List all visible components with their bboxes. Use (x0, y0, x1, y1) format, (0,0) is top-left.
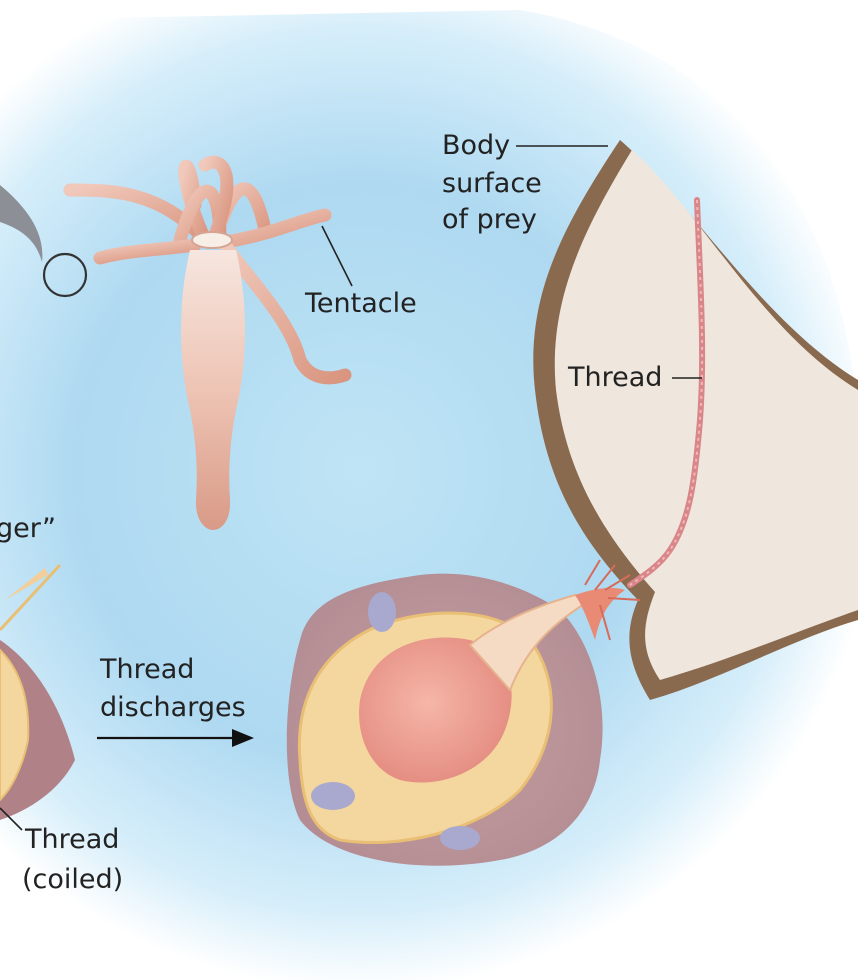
trigger-label-partial: ger” (0, 513, 56, 544)
body-surface-label-line-1: Body (442, 130, 510, 161)
body-surface-label: Body surface of prey (442, 130, 542, 235)
tentacle-leader-line (321, 225, 353, 287)
nematocyst-capsule (359, 637, 512, 783)
thread-coiled-label: Thread (coiled) (22, 824, 123, 895)
thread-discharges-line-2: discharges (100, 692, 246, 723)
body-surface-label-line-3: of prey (442, 204, 537, 235)
hydra-body (181, 250, 245, 530)
thread-coiled-line-2: (coiled) (22, 864, 123, 895)
right-arrow-icon (97, 729, 254, 747)
discharged-cnidocyte (286, 559, 641, 866)
undischarged-cnidocyte-fragment (0, 563, 75, 820)
hydra-mouth (191, 231, 233, 249)
hydra (63, 155, 352, 530)
thread-label: Thread (567, 362, 662, 393)
prey-interior (554, 150, 858, 680)
tentacle-label: Tentacle (304, 288, 417, 319)
callout-circle (42, 252, 88, 298)
discharged-thread (627, 197, 706, 588)
body-surface-label-line-2: surface (442, 168, 542, 199)
tentacle-fragment (0, 185, 43, 262)
thread-discharges-label: Thread discharges (99, 654, 246, 723)
thread-discharges-line-1: Thread (99, 654, 194, 685)
thread-coiled-line-1: Thread (24, 824, 119, 855)
thread-coiled-leader-line (0, 807, 23, 831)
